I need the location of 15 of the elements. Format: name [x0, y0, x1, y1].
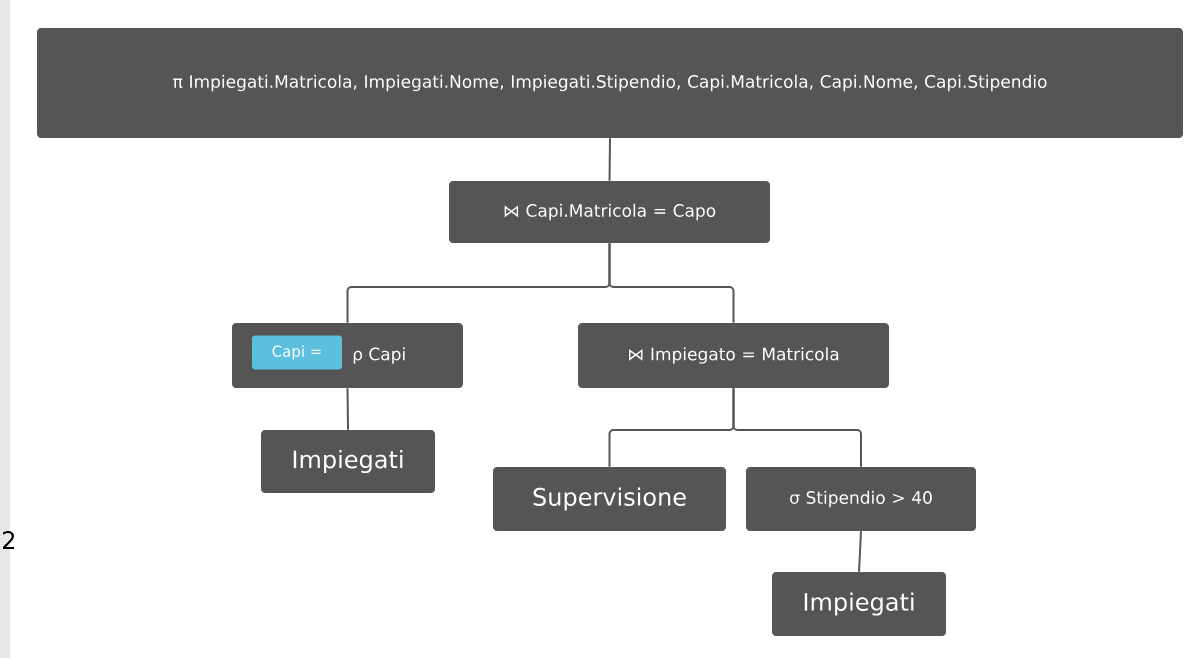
operator-box: Supervisione [493, 467, 726, 531]
operator-text: ρ Capi [353, 347, 405, 364]
operator-box: ⋈ Capi.Matricola = Capo [449, 181, 770, 243]
operator-box: Impiegati [772, 572, 946, 636]
tree-line [858, 530, 862, 573]
name-badge: Capi = [252, 335, 342, 370]
tree-line [732, 387, 862, 468]
tree-line [346, 387, 349, 431]
tree-line [608, 137, 611, 182]
operator-box: ⋈ Impiegato = Matricola [578, 323, 889, 388]
operator-box: σ Stipendio > 40 [746, 467, 976, 531]
tree-line [608, 242, 735, 324]
operator-box: π Impiegati.Matricola, Impiegati.Nome, Impiegati.Stipendio, Capi.Matricola, Capi.Nome, Capi.Stipendio [37, 28, 1183, 138]
operator-box: Impiegati [261, 430, 435, 493]
page-number: 2 [2, 531, 15, 549]
